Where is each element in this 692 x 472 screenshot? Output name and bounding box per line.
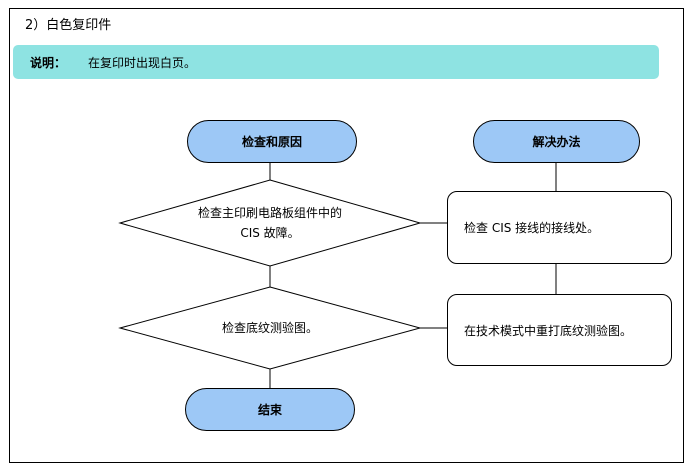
check1-line2: CIS 故障。 (240, 226, 300, 240)
right-header-label: 解决办法 (532, 135, 581, 149)
note-label: 说明： (30, 55, 67, 70)
decision-diamond-2 (118, 286, 422, 370)
decision-diamond-1 (118, 179, 422, 267)
solution2-box: 在技术模式中重打底纹测验图。 (447, 294, 672, 366)
solution1-text: 检查 CIS 接线的接线处。 (464, 221, 600, 235)
left-header-pill: 检查和原因 (187, 120, 357, 163)
diagram-frame (9, 8, 684, 463)
check1-line1: 检查主印刷电路板组件中的 (197, 206, 342, 220)
section-title: 2）白色复印件 (25, 18, 112, 33)
right-header-pill: 解决办法 (473, 120, 640, 163)
solution1-box: 检查 CIS 接线的接线处。 (447, 191, 672, 264)
end-label: 结束 (257, 403, 282, 417)
check2-text: 检查底纹测验图。 (160, 318, 380, 338)
left-header-label: 检查和原因 (241, 135, 302, 149)
check2-line: 检查底纹测验图。 (221, 321, 318, 335)
end-pill: 结束 (185, 388, 355, 431)
note-bar: 说明： 在复印时出现白页。 (13, 45, 659, 79)
note-text: 在复印时出现白页。 (88, 55, 197, 70)
solution2-text: 在技术模式中重打底纹测验图。 (464, 323, 633, 338)
check1-text: 检查主印刷电路板组件中的 CIS 故障。 (160, 203, 380, 243)
